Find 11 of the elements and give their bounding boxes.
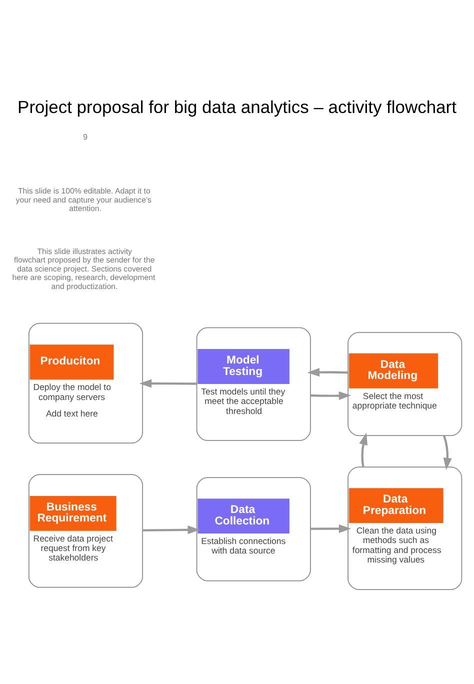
diagram-title: Project proposal for big data analytics – activity flowchart — [18, 96, 456, 116]
label: This slide is 100% editable. Adapt it to your need and capture your audience's attention. — [16, 186, 152, 213]
label: 9 — [83, 132, 88, 141]
arrow — [359, 432, 368, 467]
arrow — [139, 378, 197, 388]
arrow — [310, 524, 352, 532]
arrow — [310, 390, 352, 400]
arrow — [307, 368, 348, 376]
label: This slide illustrates activity flowchart proposed by the sender for the data science project. Sections covered here are scoping, research, development and productization. — [12, 246, 156, 290]
arrow — [142, 525, 200, 534]
arrow — [443, 434, 452, 470]
